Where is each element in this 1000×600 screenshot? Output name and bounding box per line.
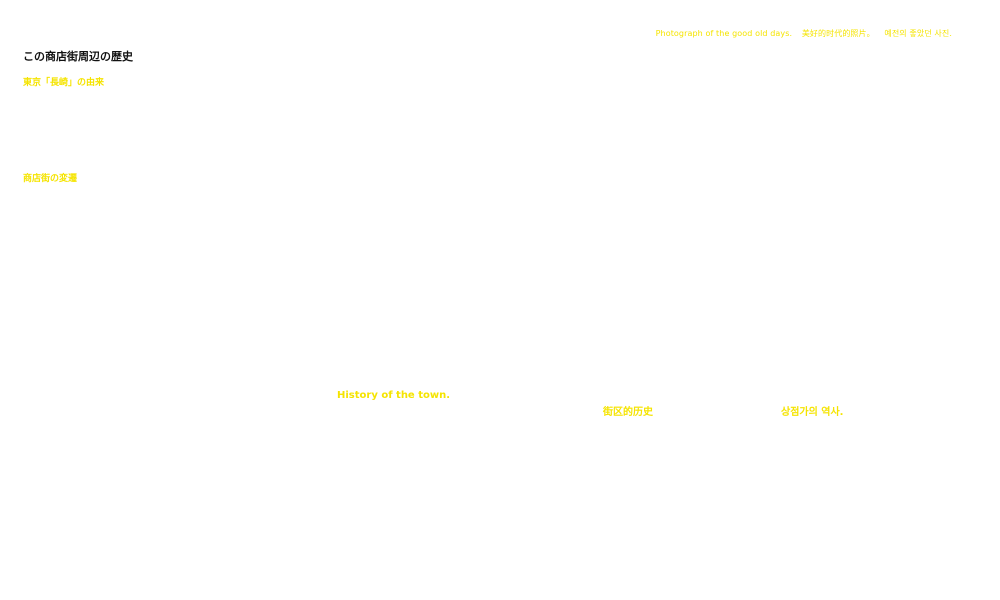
overlay-title-korean: 상점가의 역사. bbox=[781, 407, 844, 418]
overlay-title-chinese: 街区的历史 bbox=[603, 407, 653, 418]
section-heading-shopping-street-history: 商店街の変遷 bbox=[23, 174, 78, 184]
overlay-title-english: History of the town. bbox=[337, 390, 451, 401]
section-heading-nagasaki-origin: 東京「長崎」の由来 bbox=[23, 78, 105, 88]
caption-english: Photograph of the good old days. bbox=[655, 29, 793, 38]
photo-caption: Photograph of the good old days. 美好的时代的照… bbox=[656, 28, 952, 39]
page-title: この商店街周辺の歴史 bbox=[23, 50, 133, 63]
caption-korean: 예전의 좋았던 사진. bbox=[884, 29, 952, 38]
caption-chinese: 美好的时代的照片。 bbox=[801, 29, 875, 38]
